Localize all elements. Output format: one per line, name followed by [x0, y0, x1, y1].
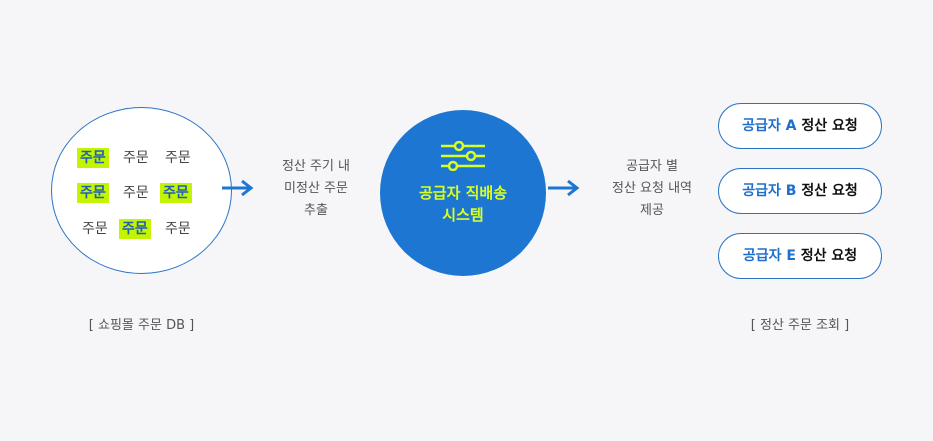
- request-action: 정산 요청: [801, 118, 858, 134]
- order-word: 주문: [123, 185, 149, 201]
- supplier-name: 공급자 E: [742, 248, 796, 264]
- supplier-name: 공급자 A: [742, 118, 797, 134]
- request-action: 정산 요청: [801, 183, 858, 199]
- order-word: 주문: [119, 219, 151, 239]
- order-db-circle: 주문 주문 주문 주문 주문 주문 주문 주문 주문: [51, 107, 232, 274]
- order-word: 주문: [123, 150, 149, 166]
- requests-caption: [ 정산 주문 조회 ]: [750, 318, 850, 333]
- arrow-right-icon: [548, 179, 580, 197]
- provide-line-2: 정산 요청 내역: [611, 181, 693, 196]
- extract-line-2: 미정산 주문: [284, 181, 348, 196]
- provide-step-label: 공급자 별 정산 요청 내역 제공: [592, 156, 712, 222]
- extract-line-3: 추출: [304, 203, 328, 218]
- extract-step-label: 정산 주기 내 미정산 주문 추출: [264, 156, 368, 222]
- order-word: 주문: [77, 183, 109, 203]
- request-action: 정산 요청: [800, 248, 858, 264]
- settlement-request-pill-b[interactable]: 공급자 B 정산 요청: [718, 168, 882, 214]
- supplier-name: 공급자 B: [742, 183, 797, 199]
- order-word: 주문: [82, 221, 108, 237]
- system-title-line-2: 시스템: [442, 206, 484, 224]
- system-title: 공급자 직배송 시스템: [380, 182, 546, 226]
- extract-line-1: 정산 주기 내: [281, 159, 351, 174]
- db-caption: [ 쇼핑몰 주문 DB ]: [88, 318, 195, 333]
- settlement-request-pill-e[interactable]: 공급자 E 정산 요청: [718, 233, 882, 279]
- provide-line-1: 공급자 별: [626, 159, 678, 174]
- order-word: 주문: [165, 150, 191, 166]
- provide-line-3: 제공: [640, 203, 664, 218]
- system-title-line-1: 공급자 직배송: [418, 184, 508, 202]
- order-word: 주문: [160, 183, 192, 203]
- order-word: 주문: [77, 148, 109, 168]
- sliders-icon: [441, 141, 485, 171]
- order-word: 주문: [165, 221, 191, 237]
- settlement-request-pill-a[interactable]: 공급자 A 정산 요청: [718, 103, 882, 149]
- arrow-right-icon: [222, 179, 254, 197]
- dropship-system-circle: 공급자 직배송 시스템: [380, 110, 546, 276]
